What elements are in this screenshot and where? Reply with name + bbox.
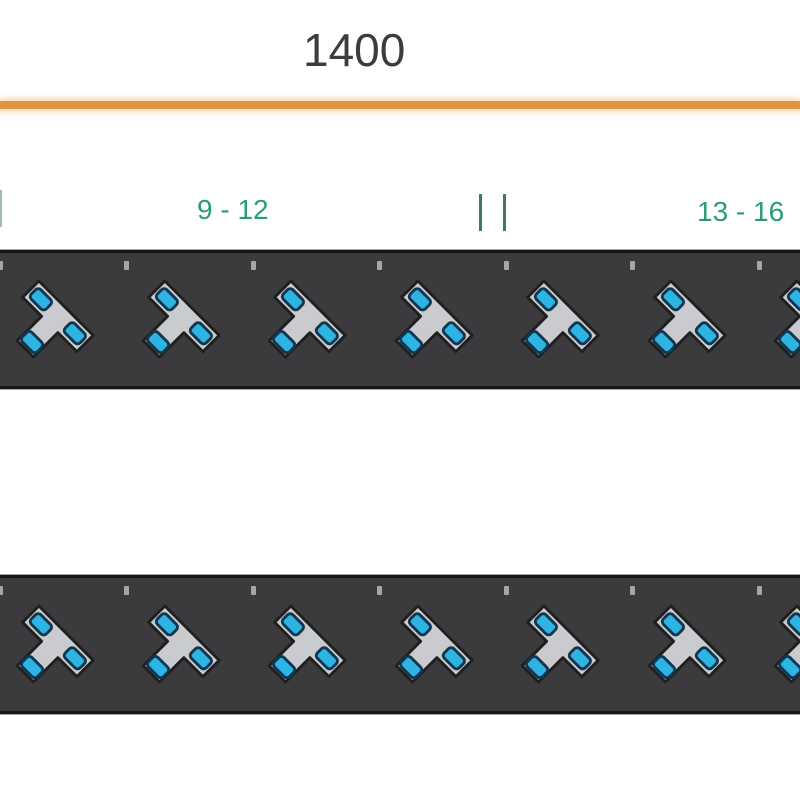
- port-group-label-right: 13 - 16: [697, 196, 785, 227]
- port-marker: [377, 586, 383, 595]
- tee-connector-icon[interactable]: [256, 279, 352, 375]
- port-marker: [630, 586, 636, 595]
- group-separator-tick-1: [479, 194, 482, 231]
- tee-connector-icon[interactable]: [130, 279, 226, 375]
- patch-panel-top: [0, 249, 800, 390]
- left-edge-group-tick: [0, 190, 2, 227]
- tee-connector-icon[interactable]: [130, 604, 226, 700]
- patch-panel-bottom: [0, 574, 800, 715]
- port-marker: [503, 586, 509, 595]
- port-marker: [503, 261, 509, 270]
- tee-connector-icon[interactable]: [636, 279, 732, 375]
- tee-connector-icon[interactable]: [383, 279, 479, 375]
- tee-connector-icon[interactable]: [256, 604, 352, 700]
- port-marker: [250, 261, 256, 270]
- port-marker: [756, 586, 762, 595]
- tee-connector-icon[interactable]: [4, 279, 100, 375]
- tee-connector-icon[interactable]: [383, 604, 479, 700]
- port-marker: [0, 586, 3, 595]
- port-marker: [124, 586, 130, 595]
- tee-connector-icon[interactable]: [636, 604, 732, 700]
- page-title: 1400: [303, 24, 406, 76]
- orange-divider-rule: [0, 101, 800, 109]
- port-group-label-left: 9 - 12: [197, 194, 269, 225]
- port-marker: [630, 261, 636, 270]
- group-separator-tick-2: [503, 194, 506, 231]
- port-marker: [756, 261, 762, 270]
- port-marker: [377, 261, 383, 270]
- tee-connector-icon[interactable]: [762, 279, 800, 375]
- port-marker: [124, 261, 130, 270]
- tee-connector-icon[interactable]: [762, 604, 800, 700]
- tee-connector-icon[interactable]: [509, 604, 605, 700]
- tee-connector-icon[interactable]: [4, 604, 100, 700]
- port-marker: [250, 586, 256, 595]
- tee-connector-icon[interactable]: [509, 279, 605, 375]
- port-marker: [0, 261, 3, 270]
